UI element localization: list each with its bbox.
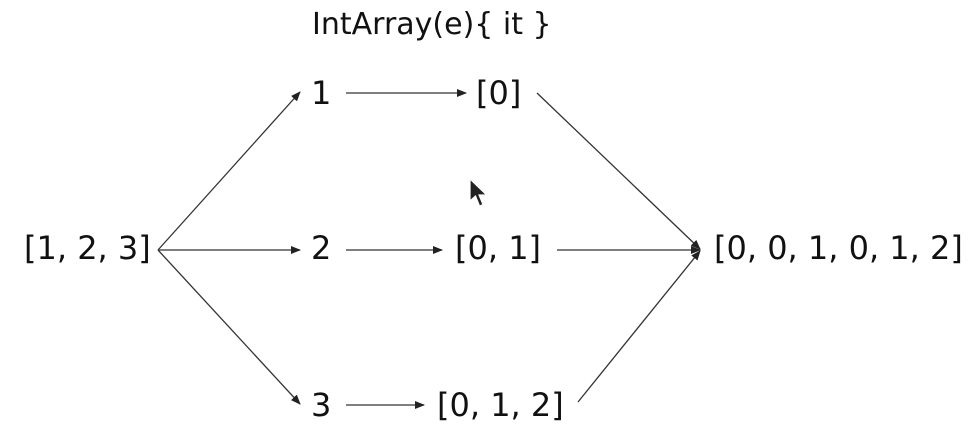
arrow-array3-to-result (577, 250, 701, 403)
element-2: 2 (311, 229, 332, 267)
diagram-title: IntArray(e){ it } (312, 7, 552, 42)
result-list: [0, 0, 1, 0, 1, 2] (714, 229, 963, 267)
arrow-input-to-1 (157, 91, 301, 251)
mouse-cursor-icon (469, 178, 488, 207)
mapped-array-2: [0, 1] (455, 229, 542, 267)
element-1: 1 (311, 74, 332, 112)
input-list: [1, 2, 3] (24, 229, 151, 267)
arrow-input-to-3 (157, 249, 301, 405)
arrow-array1-to-result (536, 92, 701, 250)
mapped-array-1: [0] (476, 74, 522, 112)
element-3: 3 (311, 386, 332, 424)
mapped-array-3: [0, 1, 2] (437, 386, 564, 424)
